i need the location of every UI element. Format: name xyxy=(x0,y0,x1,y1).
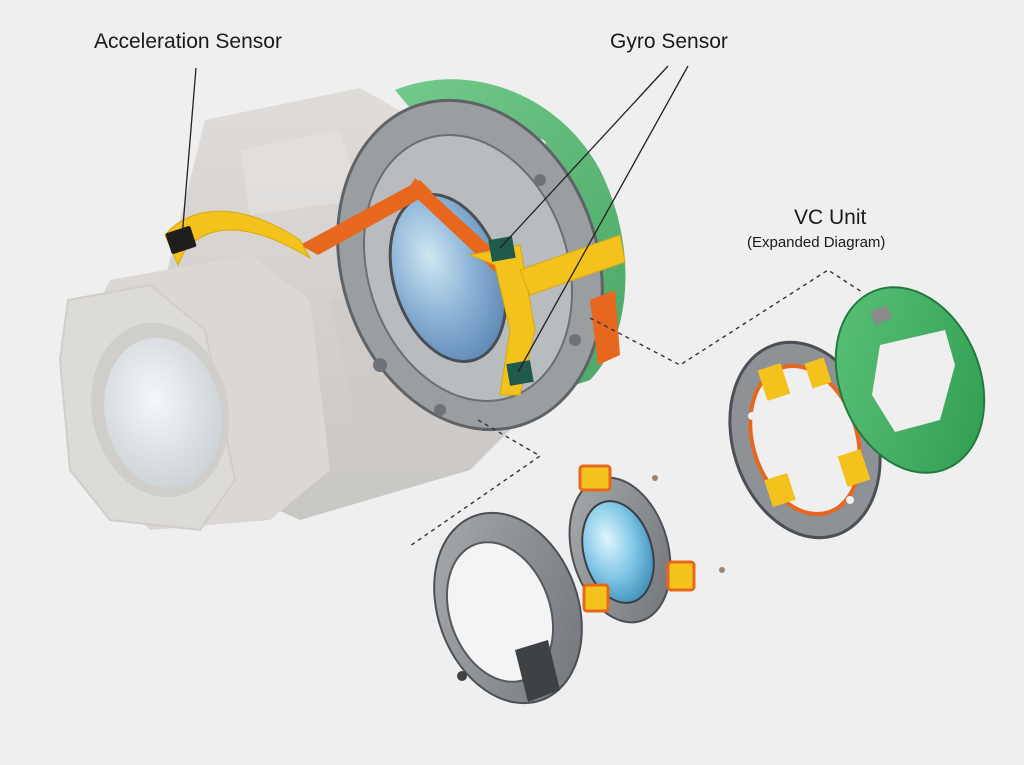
vc-back-plate xyxy=(433,511,585,705)
gyro-sensor-chip-upper xyxy=(488,236,516,262)
expansion-lines xyxy=(409,269,863,547)
leader-lines xyxy=(181,65,689,373)
vc-green-pcb xyxy=(834,286,986,474)
acceleration-sensor-label: Acceleration Sensor xyxy=(94,30,282,53)
flex-cable xyxy=(164,178,626,396)
gyro-sensor-chip-lower xyxy=(506,360,534,386)
vc-unit-label: VC Unit xyxy=(794,206,867,229)
vc-lens-module xyxy=(568,464,725,624)
acceleration-sensor-chip xyxy=(165,226,197,254)
sensors xyxy=(165,226,534,386)
vc-unit-sublabel: (Expanded Diagram) xyxy=(747,234,886,251)
gyro-sensor-label: Gyro Sensor xyxy=(610,30,728,53)
